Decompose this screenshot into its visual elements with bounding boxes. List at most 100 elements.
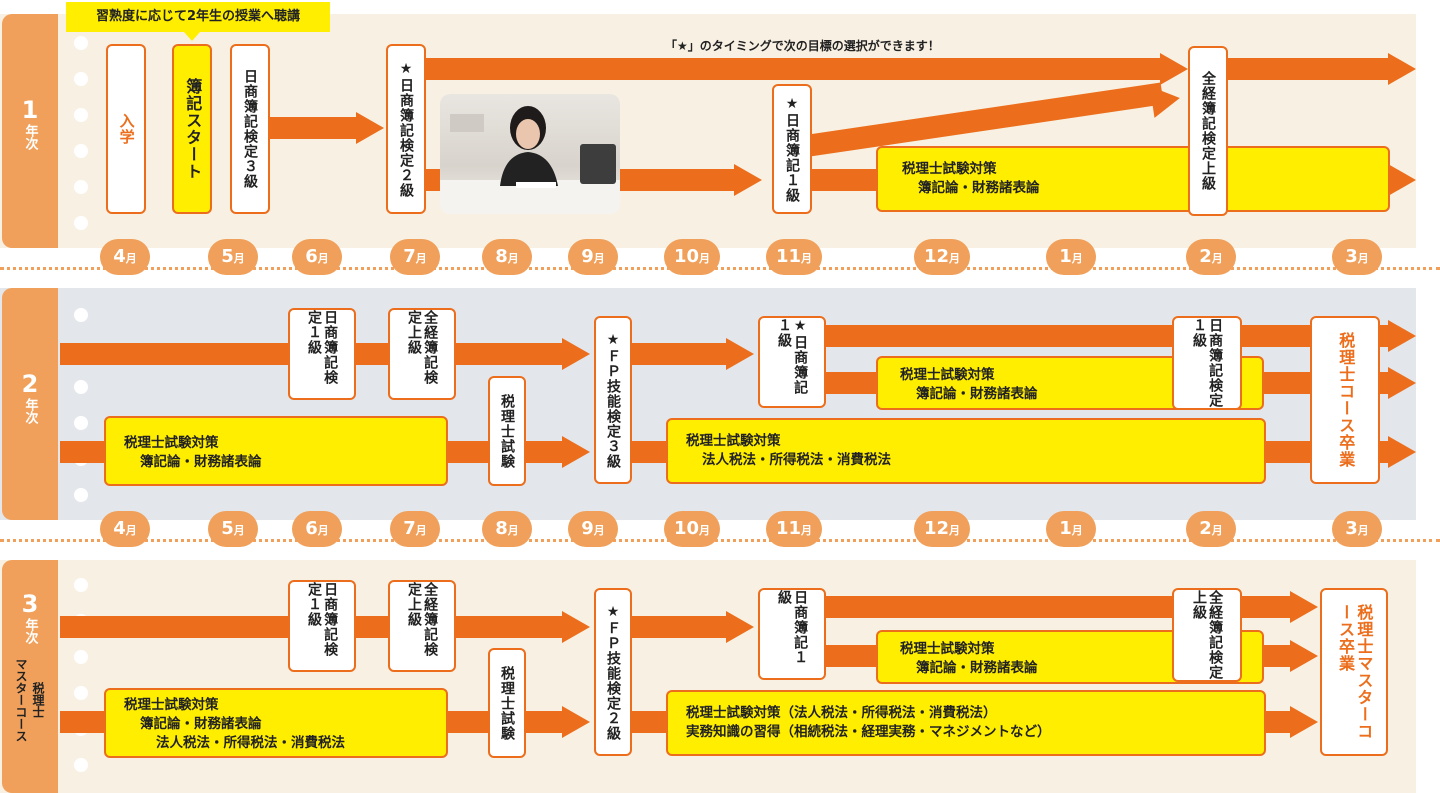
- y3-tax1-sub: 簿記論・財務諸表論: [140, 716, 262, 732]
- y2-tax2-title: 税理士試験対策: [900, 367, 995, 383]
- arrow-y1-to-2kyu: [268, 117, 358, 139]
- binder-hole: [74, 216, 88, 230]
- month-number: 7: [403, 246, 416, 267]
- arrow-head: [1290, 706, 1318, 738]
- box-y2-tax-1: 税理士試験対策 簿記論・財務諸表論: [104, 416, 448, 486]
- box-y2-zeirishi-exam: 税理士試験: [488, 376, 526, 486]
- binder-hole: [74, 36, 88, 50]
- box-y2-nissho1c: 日商簿記検定１級: [1172, 316, 1242, 410]
- box-zenkei-jokyu: 全経簿記検定上級: [1188, 46, 1228, 216]
- box-y3-zenkei2: 全経簿記検定上級: [1172, 588, 1242, 682]
- arrow-head: [726, 338, 754, 370]
- y3-tax1-title: 税理士試験対策: [124, 697, 219, 713]
- arrow-head: [734, 164, 762, 196]
- arrow-head: [1290, 640, 1318, 672]
- month-number: 8: [495, 246, 508, 267]
- month-number: 10: [673, 518, 700, 539]
- student-illustration: [440, 106, 620, 214]
- month-label-5: 5月: [208, 511, 258, 547]
- month-unit: 月: [1071, 524, 1083, 537]
- timing-note: 「★」のタイミングで次の目標の選択ができます！: [665, 39, 940, 53]
- month-number: 8: [495, 518, 508, 539]
- month-label-8: 8月: [482, 511, 532, 547]
- box-y3-zenkei: 全経簿記検定上級: [388, 580, 456, 672]
- binder-hole: [74, 144, 88, 158]
- month-unit: 月: [1211, 524, 1223, 537]
- binder-hole: [74, 578, 88, 592]
- box-enter: 入学: [106, 44, 146, 214]
- arrow-y2-top-c: [826, 325, 1390, 347]
- year1-suffix: 年次: [22, 124, 38, 150]
- box-y1-tax-prep: 税理士試験対策 簿記論・財務諸表論: [876, 146, 1390, 212]
- month-label-6: 6月: [292, 511, 342, 547]
- year3-number: 3: [21, 590, 39, 618]
- month-label-2: 2月: [1186, 511, 1236, 547]
- box-y2-tax-3: 税理士試験対策 法人税法・所得税法・消費税法: [666, 418, 1266, 484]
- month-number: 3: [1345, 518, 1358, 539]
- month-unit: 月: [593, 252, 605, 265]
- binder-hole: [74, 308, 88, 322]
- y1-tax-sub: 簿記論・財務諸表論: [918, 180, 1040, 196]
- month-number: 7: [403, 518, 416, 539]
- year3-suffix: 年次: [22, 618, 38, 644]
- binder-hole: [74, 180, 88, 194]
- month-divider-2: [0, 539, 1440, 542]
- year1-label: 1 年次: [2, 14, 58, 248]
- box-y3-nissho1b: 日商簿記１級: [758, 588, 826, 680]
- month-unit: 月: [1357, 524, 1369, 537]
- month-unit: 月: [801, 252, 813, 265]
- box-y3-tax-1: 税理士試験対策 簿記論・財務諸表論 法人税法・所得税法・消費税法: [104, 688, 448, 758]
- box-y3-graduate: 税理士マスターコース卒業: [1320, 588, 1388, 756]
- y3-tax2-sub: 簿記論・財務諸表論: [916, 660, 1038, 676]
- month-number: 2: [1199, 518, 1212, 539]
- month-label-12: 12月: [914, 511, 970, 547]
- binder-hole: [74, 108, 88, 122]
- arrow-head: [1388, 164, 1416, 196]
- month-unit: 月: [507, 524, 519, 537]
- month-divider-1: [0, 267, 1440, 270]
- month-number: 5: [221, 518, 234, 539]
- month-unit: 月: [125, 524, 137, 537]
- year2-number: 2: [21, 370, 39, 398]
- arrow-y1-mid2: [812, 169, 882, 191]
- arrow-head: [1388, 367, 1416, 399]
- top-note-banner: 習熟度に応じて2年生の授業へ聴講: [66, 2, 330, 32]
- binder-hole: [74, 686, 88, 700]
- y3-tax3-line2: 実務知識の習得（相続税法・経理実務・マネジメントなど）: [686, 724, 1051, 740]
- month-number: 9: [581, 246, 594, 267]
- month-number: 11: [775, 246, 802, 267]
- month-unit: 月: [699, 252, 711, 265]
- box-y3-fp2: ★ＦＰ技能検定２級: [594, 588, 632, 756]
- month-unit: 月: [1357, 252, 1369, 265]
- month-number: 3: [1345, 246, 1358, 267]
- month-label-3: 3月: [1332, 239, 1382, 275]
- arrow-y3-top-b: [632, 616, 728, 638]
- month-unit: 月: [317, 524, 329, 537]
- month-unit: 月: [949, 252, 961, 265]
- month-unit: 月: [233, 524, 245, 537]
- month-number: 2: [1199, 246, 1212, 267]
- month-number: 9: [581, 518, 594, 539]
- year2-label: 2 年次: [2, 288, 58, 520]
- box-boki-start: 簿記スタート: [172, 44, 212, 214]
- month-number: 4: [113, 246, 126, 267]
- box-y3-zeirishi-exam: 税理士試験: [488, 648, 526, 758]
- arrow-head: [562, 706, 590, 738]
- binder-hole: [74, 488, 88, 502]
- month-unit: 月: [593, 524, 605, 537]
- arrow-head: [562, 338, 590, 370]
- box-nissho-1kyu: ★日商簿記１級: [772, 84, 812, 214]
- box-y2-graduate: 税理士コース卒業: [1310, 316, 1380, 484]
- arrow-head: [1388, 53, 1416, 85]
- arrow-head: [1388, 436, 1416, 468]
- y2-tax3-title: 税理士試験対策: [686, 433, 781, 449]
- month-label-4: 4月: [100, 239, 150, 275]
- box-y2-zenkei: 全経簿記検定上級: [388, 308, 456, 400]
- arrow-head: [1290, 591, 1318, 623]
- month-unit: 月: [415, 252, 427, 265]
- arrow-y2-top-b: [632, 343, 728, 365]
- y3-tax3-line1: 税理士試験対策（法人税法・所得税法・消費税法）: [686, 705, 997, 721]
- arrow-head: [1160, 53, 1188, 85]
- month-number: 6: [305, 246, 318, 267]
- y3-tax2-title: 税理士試験対策: [900, 641, 995, 657]
